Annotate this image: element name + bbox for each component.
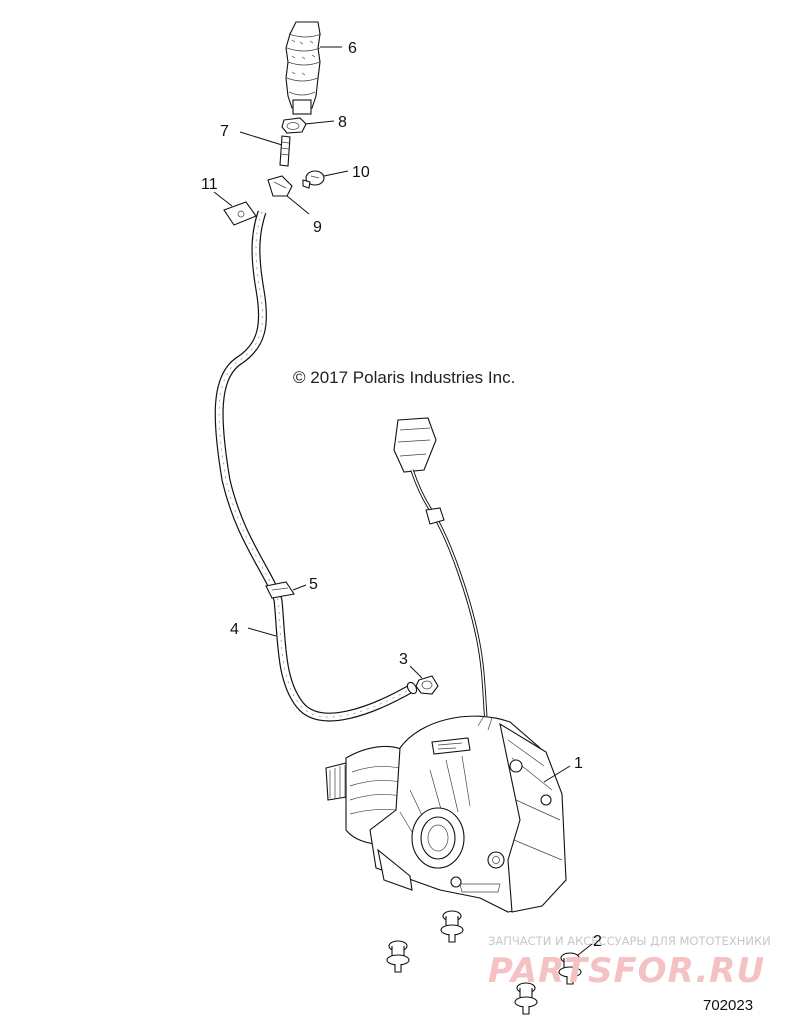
callout-10: 10 [352,164,370,181]
callout-1: 1 [574,755,583,772]
boot-part [285,21,322,115]
leader-8 [304,120,335,125]
leader-4 [247,627,277,637]
leader-1 [543,765,571,783]
clip-part [223,201,257,226]
cable-part [214,210,418,722]
leader-5 [292,584,307,591]
callout-2: 2 [593,933,602,950]
leader-2 [577,943,593,956]
callout-4: 4 [230,621,239,638]
screw-part [302,170,325,189]
callout-7: 7 [220,123,229,140]
sensor-connector [393,417,488,721]
fitting-part [415,675,439,695]
callout-6: 6 [348,40,357,57]
watermark-logo: PARTSFOR.RU [488,951,765,991]
leader-9 [286,195,310,215]
callout-8: 8 [338,114,347,131]
leader-3 [409,665,423,679]
callout-9: 9 [313,219,322,236]
figure-number: 702023 [703,997,753,1014]
rod-part [279,135,291,167]
callout-3: 3 [399,651,408,668]
callout-11: 11 [201,176,218,193]
leader-11 [213,191,233,207]
leader-7 [239,131,283,146]
bolt-part [386,910,582,1015]
cable-clip-part [265,581,295,599]
leader-10 [323,170,349,177]
gearcase-part [325,715,567,913]
clamp-part [267,175,293,197]
copyright-notice: © 2017 Polaris Industries Inc. [293,368,515,387]
callout-5: 5 [309,576,318,593]
watermark-tagline: ЗАПЧАСТИ И АКСЕССУАРЫ ДЛЯ МОТОТЕХНИКИ [488,934,771,948]
nut-part [281,117,307,134]
